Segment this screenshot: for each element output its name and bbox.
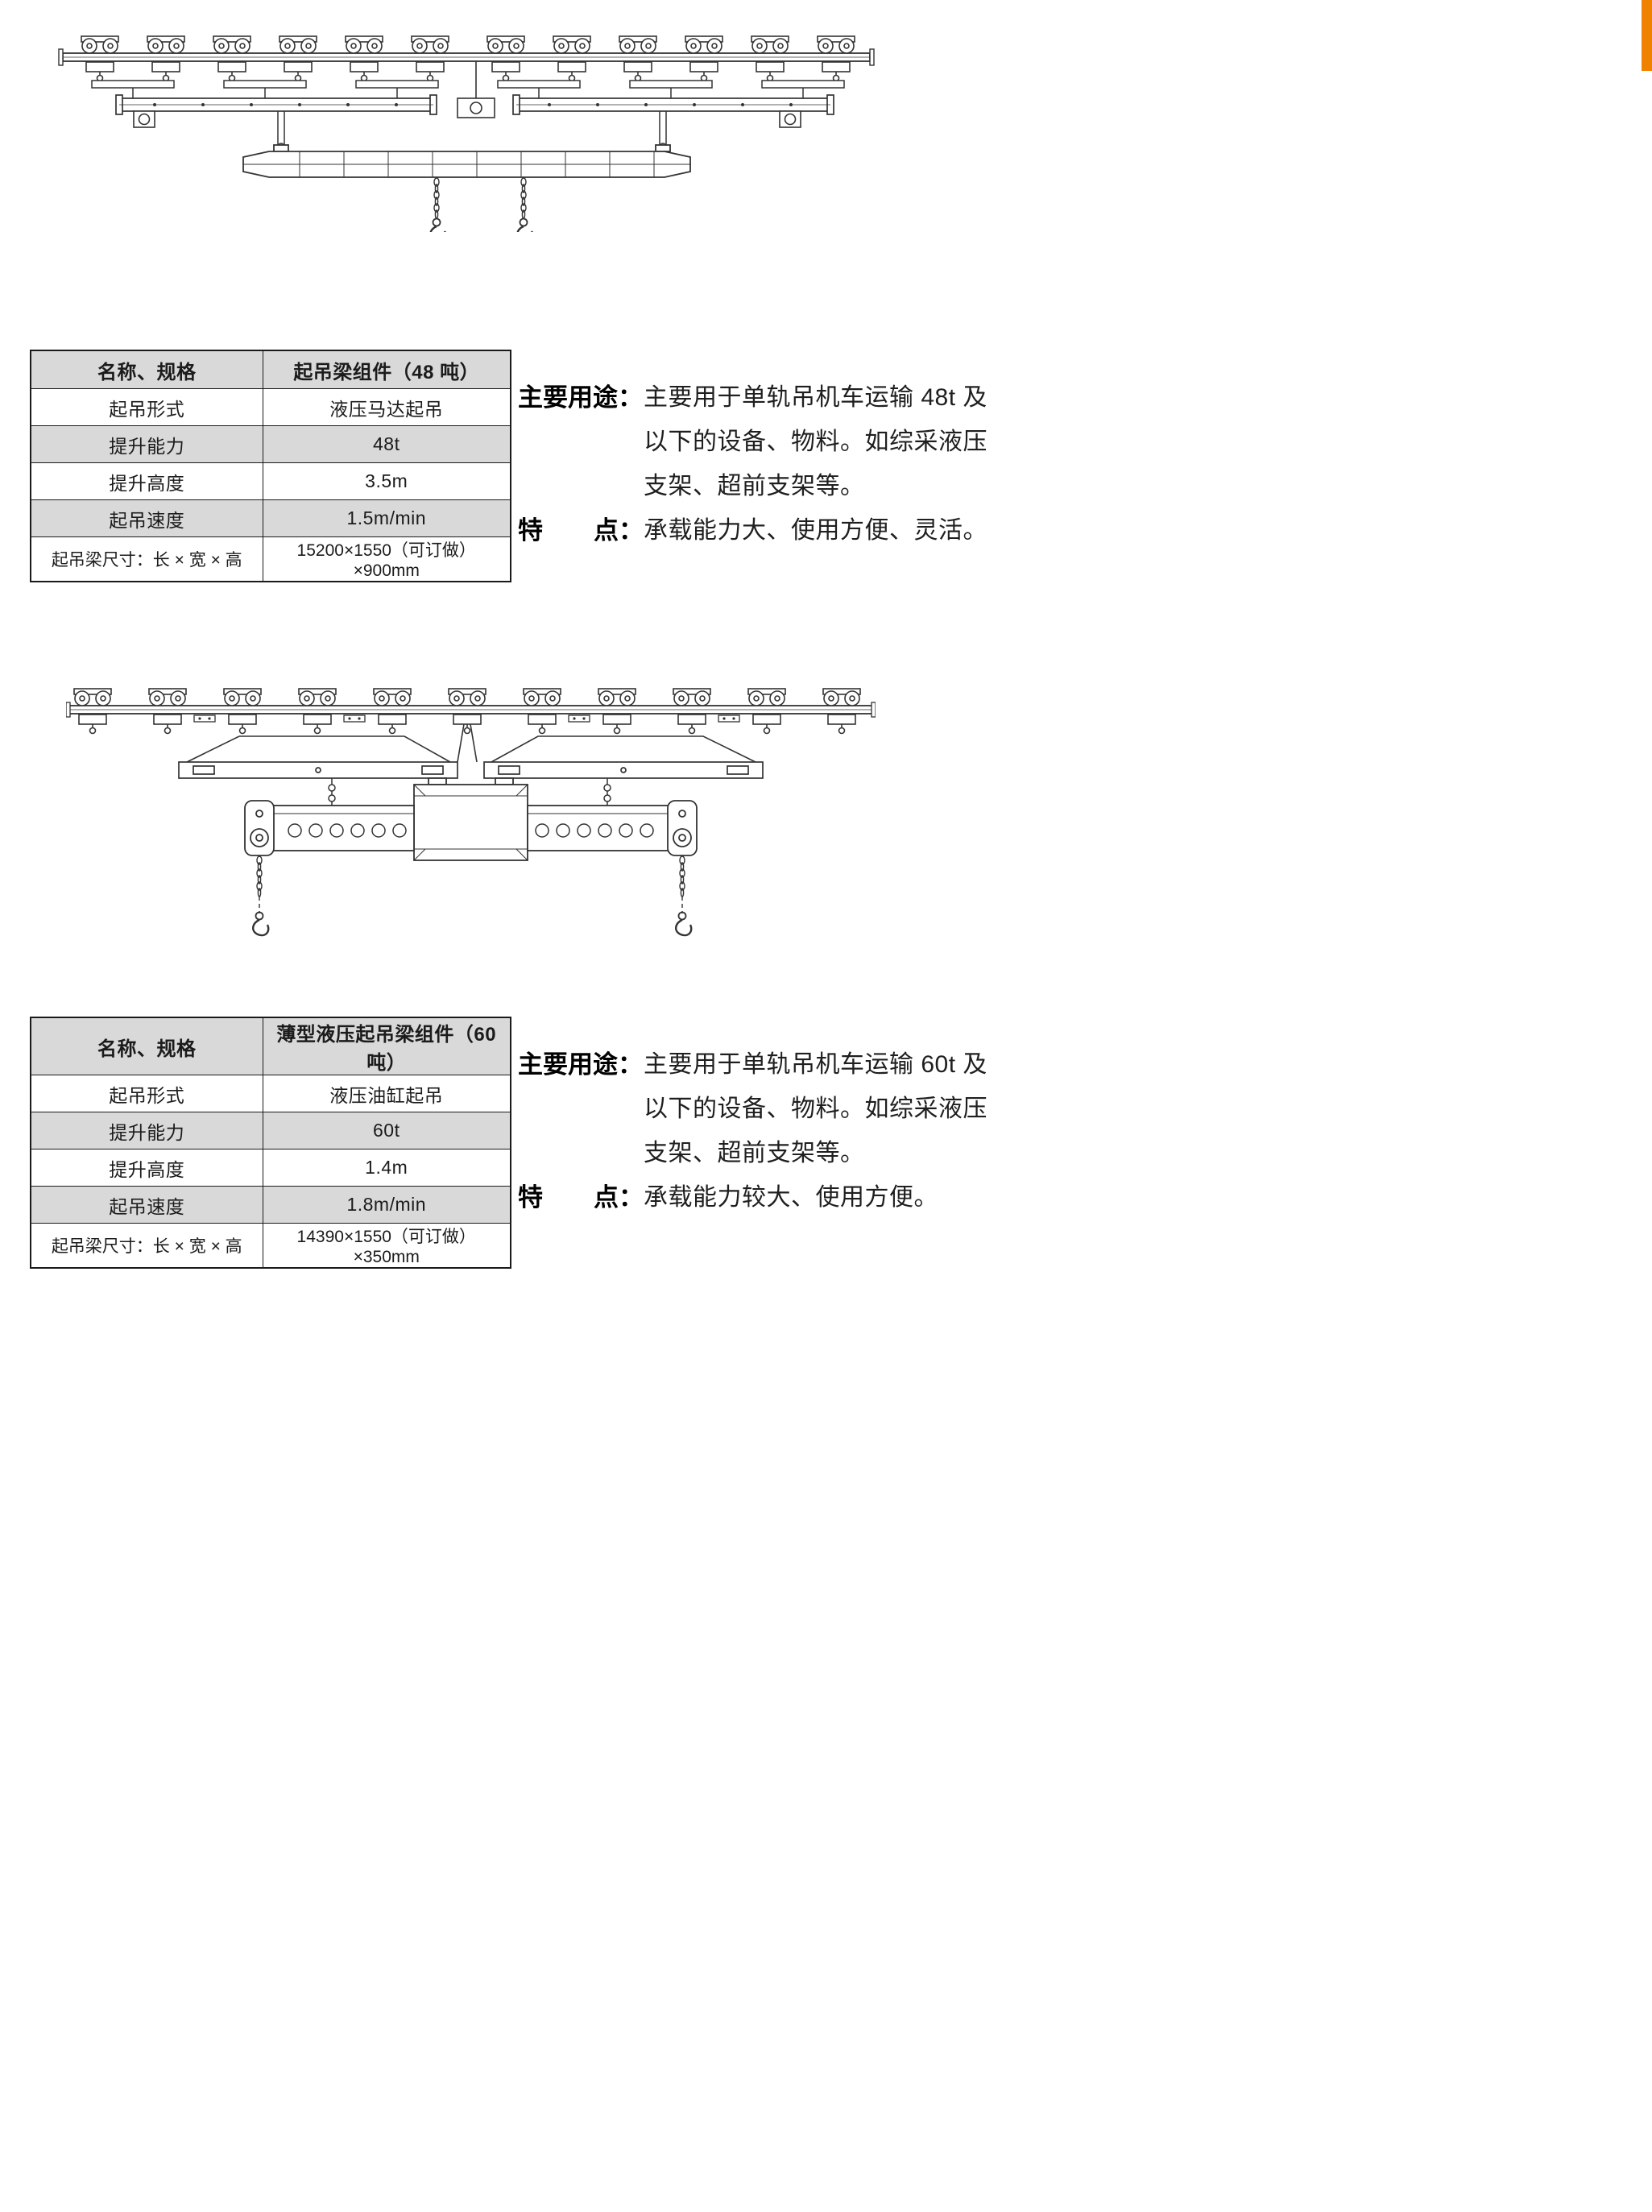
spec-label: 起吊梁尺寸：长 × 宽 × 高 (30, 536, 263, 582)
spec-value: 1.8m/min (262, 1186, 511, 1224)
spec-value: 3.5m (262, 462, 511, 500)
spec-header-label: 名称、规格 (30, 1017, 263, 1075)
table-row: 提升高度 3.5m (30, 462, 511, 500)
feature-text: 承载能力较大、使用方便。 (644, 1184, 938, 1211)
feature-text: 承载能力大、使用方便、灵活。 (644, 517, 987, 544)
thin-lifting-beam-60t-drawing (66, 688, 876, 937)
table-row: 提升能力 48t (30, 425, 511, 463)
spec-value: 1.4m (262, 1149, 511, 1187)
table-row: 名称、规格 起吊梁组件（48 吨） (30, 350, 511, 389)
feature-label: 特 点： (518, 1175, 644, 1220)
main-use-row: 主要用途： 主要用于单轨吊机车运输 48t 及以下的设备、物料。如综采液压支架、… (518, 375, 1025, 508)
table-row: 提升高度 1.4m (30, 1149, 511, 1187)
main-use-text: 主要用于单轨吊机车运输 48t 及以下的设备、物料。如综采液压支架、超前支架等。 (644, 384, 987, 499)
spec-label: 提升高度 (30, 462, 263, 500)
spec-table-48t: 名称、规格 起吊梁组件（48 吨） 起吊形式 液压马达起吊 提升能力 48t 提… (30, 350, 511, 582)
main-use-row: 主要用途： 主要用于单轨吊机车运输 60t 及以下的设备、物料。如综采液压支架、… (518, 1042, 1025, 1175)
spec-label: 起吊形式 (30, 1075, 263, 1112)
lifting-beam-48t-drawing (58, 35, 875, 232)
feature-row: 特 点： 承载能力较大、使用方便。 (518, 1175, 1025, 1220)
table-row: 起吊梁尺寸：长 × 宽 × 高 15200×1550（可订做）×900mm (30, 536, 511, 582)
spec-value: 1.5m/min (262, 499, 511, 537)
spec-value: 48t (262, 425, 511, 463)
spec-label: 起吊速度 (30, 1186, 263, 1224)
page-edge-accent (1642, 0, 1652, 71)
table-row: 起吊速度 1.5m/min (30, 499, 511, 537)
feature-label-right: 点： (594, 1183, 644, 1212)
spec-value: 14390×1550（可订做）×350mm (262, 1223, 511, 1269)
main-use-text: 主要用于单轨吊机车运输 60t 及以下的设备、物料。如综采液压支架、超前支架等。 (644, 1051, 987, 1166)
feature-row: 特 点： 承载能力大、使用方便、灵活。 (518, 508, 1025, 553)
main-use-label: 主要用途： (518, 1050, 643, 1079)
feature-label-left: 特 (518, 1183, 543, 1212)
table-row: 起吊形式 液压马达起吊 (30, 388, 511, 426)
spec-value: 60t (262, 1112, 511, 1149)
spec-label: 起吊形式 (30, 388, 263, 426)
table-row: 起吊速度 1.8m/min (30, 1186, 511, 1224)
feature-label-right: 点： (594, 516, 644, 545)
spec-label: 提升高度 (30, 1149, 263, 1187)
table-row: 起吊形式 液压油缸起吊 (30, 1075, 511, 1112)
spec-label: 起吊梁尺寸：长 × 宽 × 高 (30, 1223, 263, 1269)
table-row: 提升能力 60t (30, 1112, 511, 1149)
spec-table-60t: 名称、规格 薄型液压起吊梁组件（60 吨） 起吊形式 液压油缸起吊 提升能力 6… (30, 1017, 511, 1269)
spec-label: 提升能力 (30, 1112, 263, 1149)
spec-value: 15200×1550（可订做）×900mm (262, 536, 511, 582)
spec-value: 液压马达起吊 (262, 388, 511, 426)
spec-header-value: 薄型液压起吊梁组件（60 吨） (262, 1017, 511, 1075)
spec-header-value: 起吊梁组件（48 吨） (262, 350, 511, 389)
description-60t: 主要用途： 主要用于单轨吊机车运输 60t 及以下的设备、物料。如综采液压支架、… (518, 1042, 1025, 1220)
table-row: 名称、规格 薄型液压起吊梁组件（60 吨） (30, 1017, 511, 1075)
description-48t: 主要用途： 主要用于单轨吊机车运输 48t 及以下的设备、物料。如综采液压支架、… (518, 375, 1025, 553)
spec-label: 提升能力 (30, 425, 263, 463)
feature-label: 特 点： (518, 508, 644, 553)
spec-label: 起吊速度 (30, 499, 263, 537)
feature-label-left: 特 (518, 516, 543, 545)
table-row: 起吊梁尺寸：长 × 宽 × 高 14390×1550（可订做）×350mm (30, 1223, 511, 1269)
spec-header-label: 名称、规格 (30, 350, 263, 389)
thin-lifting-beam-60t-diagram (66, 685, 876, 941)
spec-value: 液压油缸起吊 (262, 1075, 511, 1112)
main-use-label: 主要用途： (518, 383, 643, 412)
lifting-beam-48t-diagram (58, 29, 876, 232)
